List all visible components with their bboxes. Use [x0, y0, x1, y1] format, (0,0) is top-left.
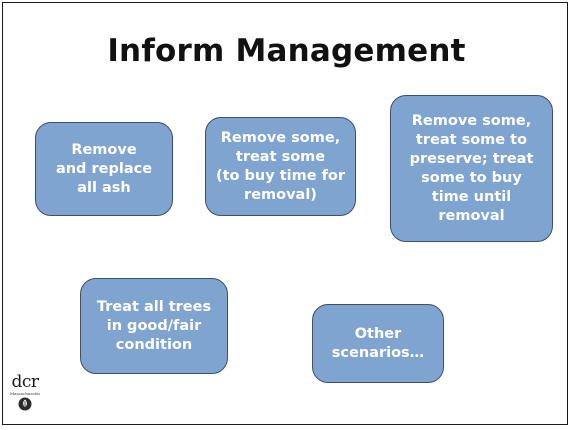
leaf-seal-icon [18, 397, 32, 411]
logo-text: dcr [11, 372, 39, 392]
option-box-remove-treat-preserve: Remove some, treat some to preserve; tre… [390, 95, 553, 242]
option-box-other-scenarios: Other scenarios… [312, 304, 444, 383]
option-box-treat-all-trees: Treat all trees in good/fair condition [80, 278, 228, 374]
option-box-remove-some-treat-some: Remove some, treat some (to buy time for… [205, 117, 356, 216]
logo-subtext: Massachusetts [10, 391, 41, 396]
dcr-logo: dcr Massachusetts [10, 374, 40, 418]
option-box-remove-and-replace: Remove and replace all ash [35, 122, 173, 216]
slide-title: Inform Management [107, 33, 466, 69]
